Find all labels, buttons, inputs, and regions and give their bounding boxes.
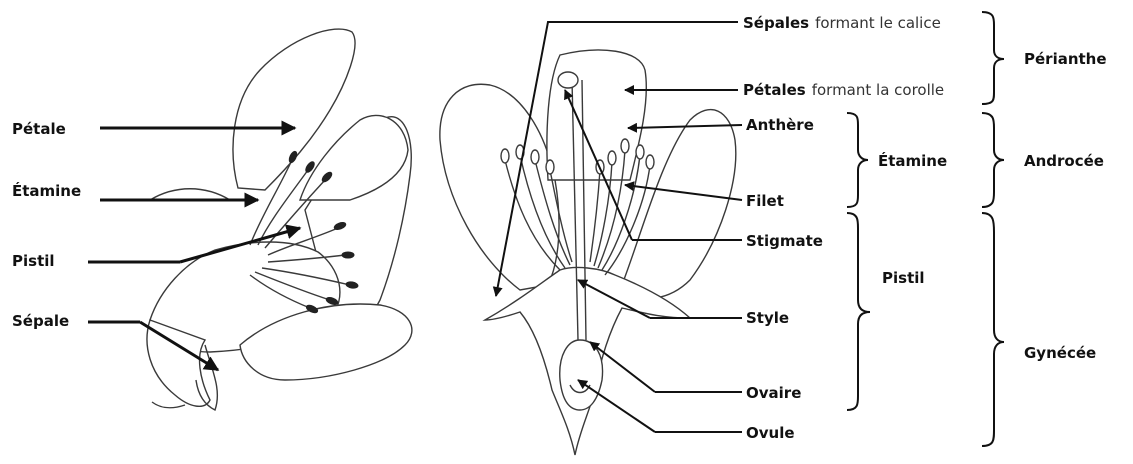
label-sepale: Sépale	[12, 312, 69, 330]
label-pistil: Pistil	[12, 252, 55, 270]
label-etamine: Étamine	[12, 181, 81, 200]
label-petales-rest: formant la corolle	[812, 81, 944, 99]
right-flower-drawing	[440, 50, 736, 455]
label-petales: Pétales formant la corolle	[743, 81, 944, 99]
label-petales-bold: Pétales	[743, 81, 806, 99]
label-style: Style	[746, 309, 789, 327]
right-left-petal	[440, 84, 559, 290]
androcee-brace	[982, 113, 1004, 207]
right-ovary	[560, 340, 603, 410]
label-sepales-rest: formant le calice	[815, 14, 941, 32]
label-stigmate: Stigmate	[746, 232, 823, 250]
label-pistil-group: Pistil	[882, 269, 925, 287]
left-flower-drawing	[147, 29, 412, 410]
label-ovule: Ovule	[746, 424, 795, 442]
perianthe-brace	[982, 12, 1004, 104]
label-gynecee: Gynécée	[1024, 344, 1096, 362]
label-perianthe: Périanthe	[1024, 50, 1107, 68]
pistil-brace	[847, 213, 870, 410]
braces	[847, 12, 1004, 446]
label-anthere: Anthère	[746, 116, 814, 134]
label-filet: Filet	[746, 192, 784, 210]
label-sepales-bold: Sépales	[743, 14, 809, 32]
etamine-brace	[847, 113, 868, 207]
gynecee-brace	[982, 213, 1004, 446]
label-etamine-group: Étamine	[878, 151, 947, 170]
label-sepales: Sépales formant le calice	[743, 14, 941, 32]
label-androcee: Androcée	[1024, 152, 1104, 170]
label-petale: Pétale	[12, 120, 66, 138]
label-ovaire: Ovaire	[746, 384, 801, 402]
